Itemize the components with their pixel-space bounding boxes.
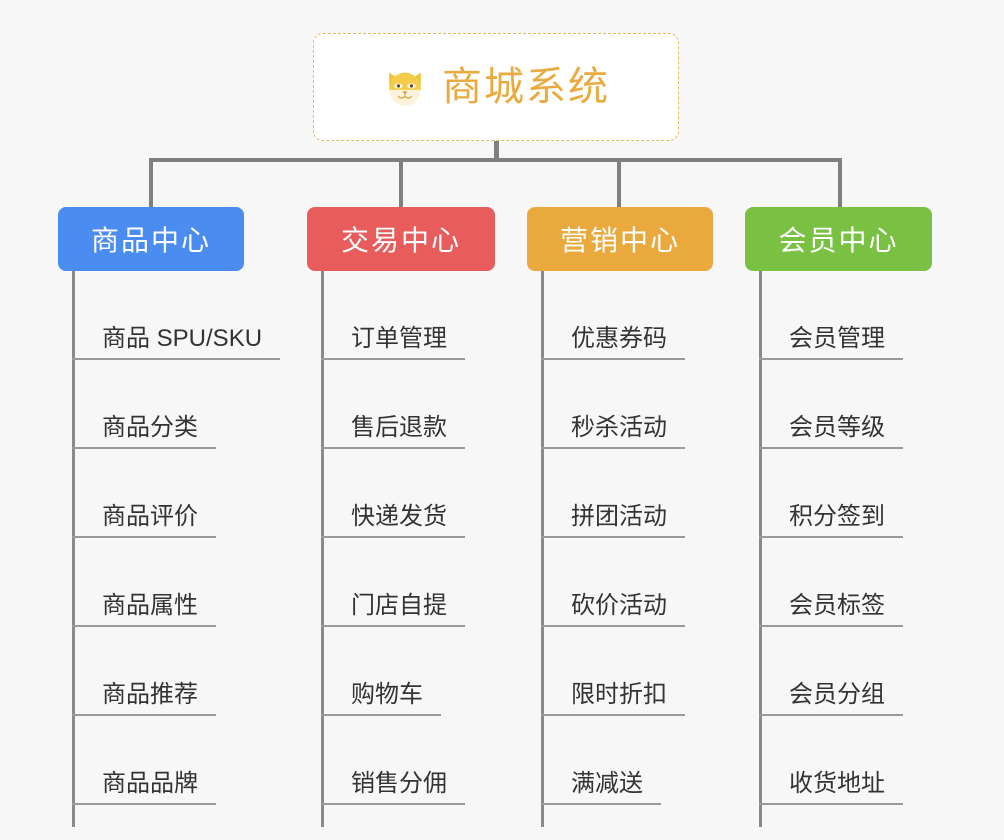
- leaf-item[interactable]: 售后退款: [307, 360, 495, 449]
- shiba-dog-icon: [382, 64, 428, 110]
- leaf-label: 销售分佣: [321, 770, 465, 805]
- leaf-label: 商品品牌: [72, 770, 216, 805]
- leaf-label: 满减送: [541, 770, 661, 805]
- leaf-label: 售后退款: [321, 414, 465, 449]
- branch-column-4: 会员中心 会员管理 会员等级 积分签到 会员标签 会员分组 收货地址: [745, 207, 932, 827]
- branch-header-label: 会员中心: [778, 225, 899, 256]
- connector-drop-2: [399, 158, 403, 208]
- leaf-item[interactable]: 满减送: [527, 716, 713, 805]
- leaf-label: 秒杀活动: [541, 414, 685, 449]
- leaf-item[interactable]: 会员分组: [745, 627, 932, 716]
- leaf-item[interactable]: 积分签到: [745, 449, 932, 538]
- leaf-item[interactable]: 砍价活动: [527, 538, 713, 627]
- leaf-label: 优惠券码: [541, 325, 685, 360]
- leaf-item[interactable]: 拼团活动: [527, 449, 713, 538]
- leaf-label: 商品 SPU/SKU: [72, 325, 281, 360]
- leaf-list-2: 订单管理 售后退款 快递发货 门店自提 购物车 销售分佣: [307, 271, 495, 827]
- leaf-item[interactable]: 订单管理: [307, 271, 495, 360]
- branch-column-1: 商品中心 商品 SPU/SKU 商品分类 商品评价 商品属性 商品推荐 商品品牌: [58, 207, 281, 827]
- branch-header-label: 交易中心: [340, 225, 461, 256]
- branch-header-3[interactable]: 营销中心: [527, 207, 713, 271]
- leaf-item[interactable]: 会员管理: [745, 271, 932, 360]
- root-node[interactable]: 商城系统: [313, 33, 679, 141]
- leaf-label: 订单管理: [321, 325, 465, 360]
- leaf-label: 购物车: [321, 681, 441, 716]
- leaf-label: 会员分组: [759, 681, 903, 716]
- connector-drop-1: [149, 158, 153, 208]
- leaf-item[interactable]: 会员等级: [745, 360, 932, 449]
- leaf-label: 积分签到: [759, 503, 903, 538]
- leaf-label: 拼团活动: [541, 503, 685, 538]
- leaf-item[interactable]: 商品属性: [58, 538, 244, 627]
- root-title: 商城系统: [442, 65, 610, 109]
- leaf-label: 门店自提: [321, 592, 465, 627]
- branch-column-2: 交易中心 订单管理 售后退款 快递发货 门店自提 购物车 销售分佣: [307, 207, 495, 827]
- leaf-label: 会员标签: [759, 592, 903, 627]
- leaf-list-4: 会员管理 会员等级 积分签到 会员标签 会员分组 收货地址: [745, 271, 932, 827]
- leaf-item[interactable]: 商品品牌: [58, 716, 244, 805]
- branch-trunk-4: [759, 271, 762, 827]
- leaf-label: 会员等级: [759, 414, 903, 449]
- branch-trunk-3: [541, 271, 544, 827]
- leaf-item[interactable]: 限时折扣: [527, 627, 713, 716]
- leaf-item[interactable]: 会员标签: [745, 538, 932, 627]
- leaf-label: 商品属性: [72, 592, 216, 627]
- leaf-label: 收货地址: [759, 770, 903, 805]
- leaf-item[interactable]: 优惠券码: [527, 271, 713, 360]
- leaf-label: 会员管理: [759, 325, 903, 360]
- branch-header-4[interactable]: 会员中心: [745, 207, 932, 271]
- branch-column-3: 营销中心 优惠券码 秒杀活动 拼团活动 砍价活动 限时折扣 满减送: [527, 207, 713, 827]
- branch-header-2[interactable]: 交易中心: [307, 207, 495, 271]
- leaf-label: 砍价活动: [541, 592, 685, 627]
- leaf-item[interactable]: 秒杀活动: [527, 360, 713, 449]
- leaf-label: 快递发货: [321, 503, 465, 538]
- leaf-item[interactable]: 快递发货: [307, 449, 495, 538]
- leaf-item[interactable]: 门店自提: [307, 538, 495, 627]
- leaf-item[interactable]: 商品分类: [58, 360, 244, 449]
- leaf-list-1: 商品 SPU/SKU 商品分类 商品评价 商品属性 商品推荐 商品品牌: [58, 271, 281, 827]
- leaf-item[interactable]: 销售分佣: [307, 716, 495, 805]
- leaf-item[interactable]: 商品推荐: [58, 627, 244, 716]
- leaf-label: 商品分类: [72, 414, 216, 449]
- leaf-list-3: 优惠券码 秒杀活动 拼团活动 砍价活动 限时折扣 满减送: [527, 271, 713, 827]
- connector-drop-4: [838, 158, 842, 208]
- branch-trunk-2: [321, 271, 324, 827]
- branch-header-label: 商品中心: [90, 225, 211, 256]
- leaf-item[interactable]: 商品评价: [58, 449, 244, 538]
- connector-root-stem: [494, 141, 499, 161]
- branch-trunk-1: [72, 271, 75, 827]
- branch-header-1[interactable]: 商品中心: [58, 207, 244, 271]
- leaf-item[interactable]: 收货地址: [745, 716, 932, 805]
- leaf-label: 商品评价: [72, 503, 216, 538]
- leaf-item[interactable]: 商品 SPU/SKU: [58, 271, 281, 360]
- leaf-item[interactable]: 购物车: [307, 627, 495, 716]
- connector-drop-3: [617, 158, 621, 208]
- branch-header-label: 营销中心: [559, 225, 680, 256]
- connector-horizontal-bus: [149, 158, 842, 162]
- leaf-label: 限时折扣: [541, 681, 685, 716]
- leaf-label: 商品推荐: [72, 681, 216, 716]
